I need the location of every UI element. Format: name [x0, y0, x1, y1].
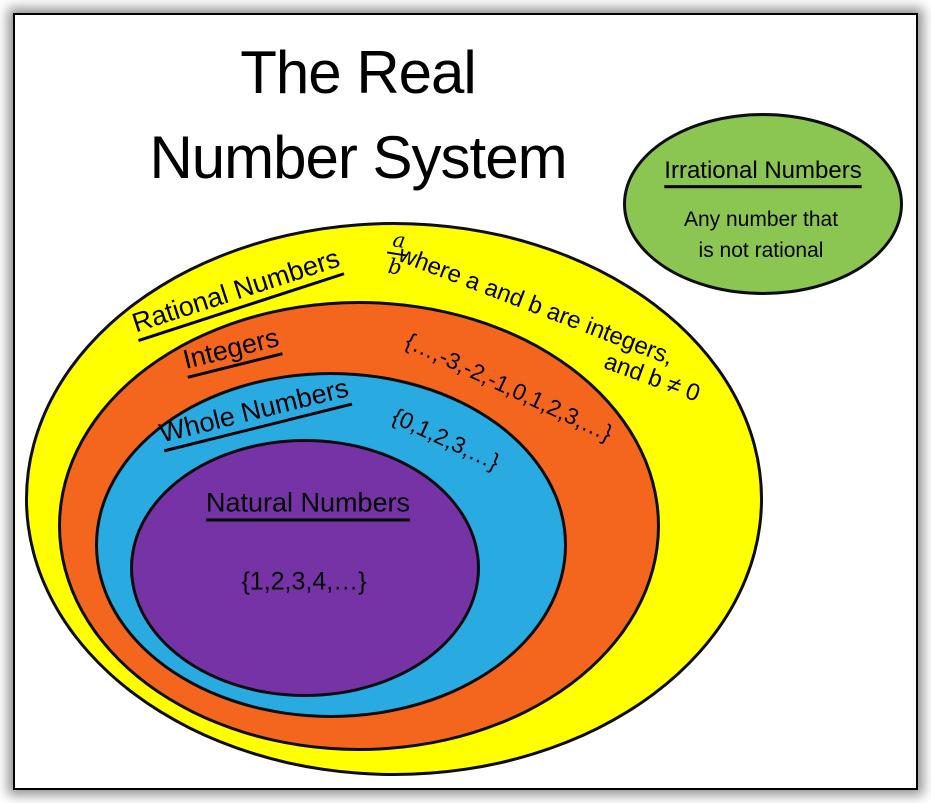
page-title-line1: The Real	[240, 39, 476, 106]
natural-numbers-label: Natural Numbers	[205, 487, 411, 518]
irrational-definition: Any number that is not rational	[684, 204, 838, 266]
irrational-definition-line2: is not rational	[698, 239, 824, 262]
irrational-definition-line1: Any number that	[683, 208, 839, 231]
natural-numbers-ellipse	[130, 439, 480, 697]
irrational-numbers-ellipse	[623, 113, 903, 295]
irrational-numbers-label: Irrational Numbers	[664, 157, 862, 185]
page-title-line2: Number System	[149, 124, 567, 191]
natural-numbers-set-notation: {1,2,3,4,…}	[241, 567, 367, 596]
page-title: The Real Number System	[149, 30, 567, 200]
